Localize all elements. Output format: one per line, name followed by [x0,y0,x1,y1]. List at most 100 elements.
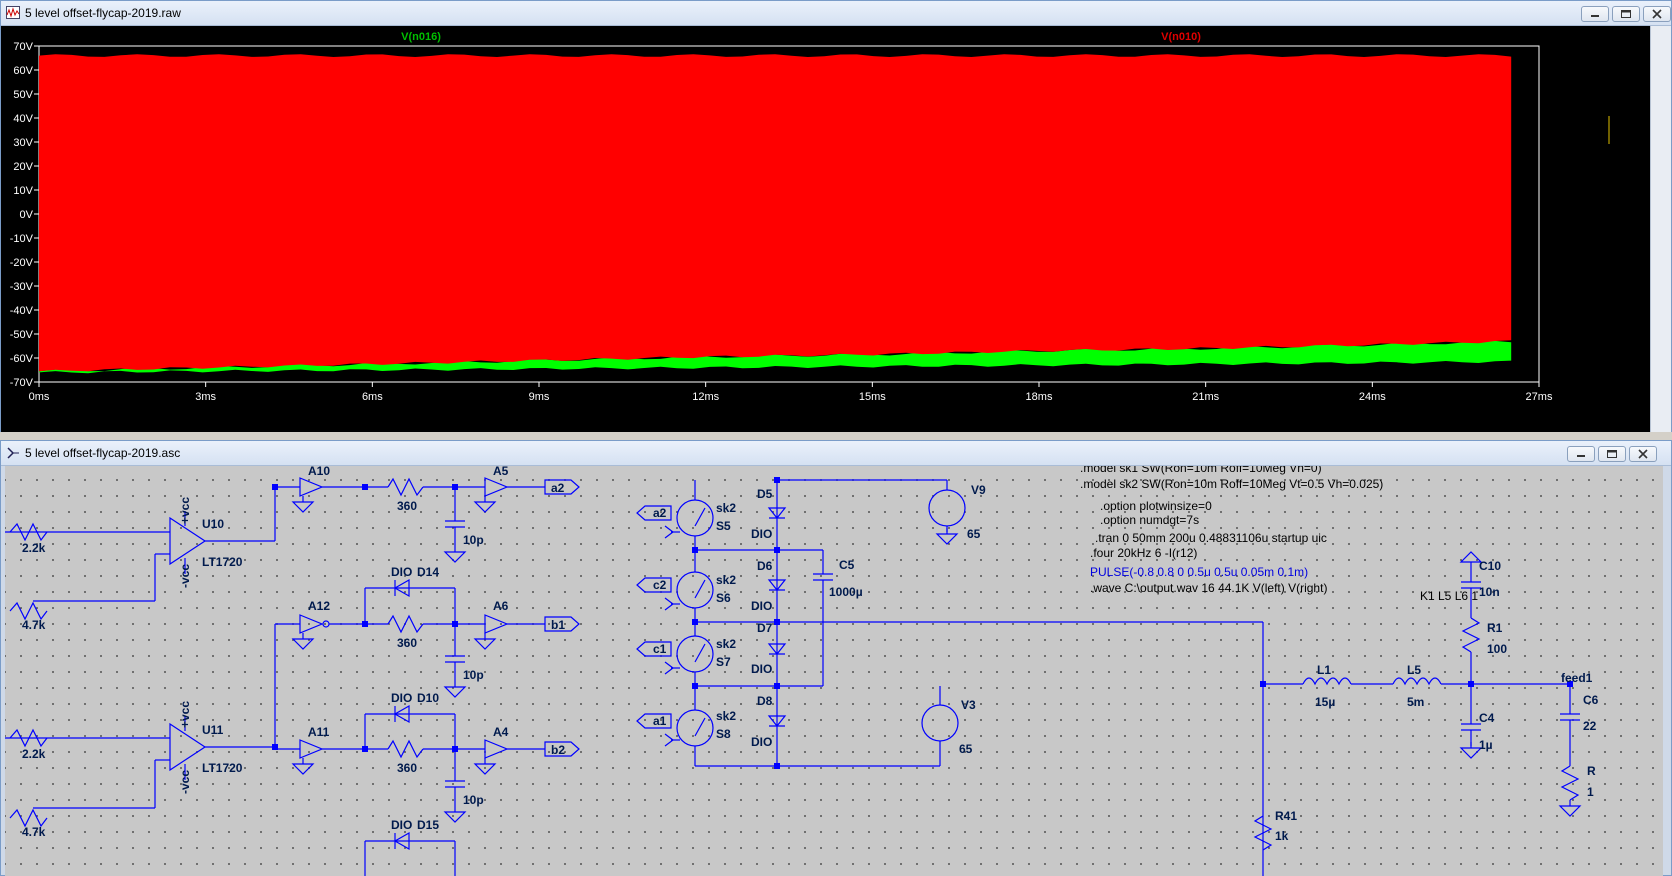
net-flag-a1[interactable] [636,713,672,729]
buffer-a6[interactable] [484,614,508,634]
diode-d6[interactable] [767,579,787,591]
net-flag-c2[interactable] [636,577,672,593]
label-dio-d14: DIO [391,565,412,579]
switch-s6[interactable] [676,550,714,622]
voltage-source-v3[interactable] [921,704,959,742]
diode-d10[interactable] [393,704,410,724]
net-flag-b1[interactable] [544,616,580,632]
x-tick-label: 0ms [29,391,50,403]
resistor-2k2-top[interactable] [9,522,48,542]
label-c5-value: 1000µ [829,585,863,599]
waveform-chart[interactable]: 70V60V50V40V30V20V10V0V-10V-20V-30V-40V-… [1,26,1651,432]
directive-four[interactable]: .four 20kHz 6 -I(r12) [1090,546,1197,560]
label-2k2-bottom: 2.2k [22,747,46,761]
resistor-4k7-top[interactable] [9,601,48,621]
switch-s8[interactable] [676,686,714,766]
schematic-maximize-button[interactable] [1598,446,1626,462]
buffer-a5[interactable] [484,477,508,497]
schematic-canvas[interactable]: 2.2k 4.7k 2.2k 4.7k U10 LT1720 U11 LT172… [5,466,1663,876]
x-tick-label: 3ms [195,391,216,403]
comparator-u11[interactable] [5,716,275,809]
label-feed1: feed1 [1561,671,1593,685]
resistor-r1[interactable] [1461,617,1481,653]
label-s8: S8 [716,727,731,741]
directive-wave[interactable]: .wave C:\output.wav 16 44.1K V(left) V(r… [1090,581,1327,595]
maximize-icon [1607,450,1617,458]
x-tick-label: 12ms [692,391,719,403]
waveform-window-title: 5 level offset-flycap-2019.raw [25,6,181,20]
directive-model-sk2[interactable]: .model sk2 SW(Ron=10m Roff=10Meg Vt=0.5 … [1080,477,1383,491]
resistor-4k7-bottom[interactable] [9,808,48,828]
label-r1: R1 [1487,621,1503,635]
series-band-vn010[interactable] [39,54,1512,372]
resistor-r41[interactable] [1253,815,1273,851]
label-u11: U11 [202,723,224,737]
close-button[interactable] [1643,6,1671,22]
directive-pulse[interactable]: PULSE(-0.8 0.8 0 0.5u 0.5u 0.05m 0.1m) [1090,565,1308,579]
label-v9: V9 [971,483,986,497]
net-flag-a2[interactable] [544,479,580,495]
label-vcc-neg-a: -vcc [178,564,192,588]
buffer-a4[interactable] [484,739,508,759]
net-flag-b2[interactable] [544,741,580,757]
label-r41: R41 [1275,809,1297,823]
resistor-r-partial[interactable] [1560,765,1580,801]
buffer-a11[interactable] [299,739,323,759]
label-s5: S5 [716,519,731,533]
schematic-drawing[interactable]: 2.2k 4.7k 2.2k 4.7k U10 LT1720 U11 LT172… [5,466,1663,876]
buffer-a12[interactable] [299,614,323,634]
directive-option-plotwinsize[interactable]: .option plotwinsize=0 [1100,499,1212,513]
trace-label-0[interactable]: V(n016) [401,31,441,43]
directive-tran[interactable]: .tran 0 50mm 200u 0.48831106u startup ui… [1095,531,1327,545]
maximize-button[interactable] [1612,6,1640,22]
waveform-titlebar[interactable]: 5 level offset-flycap-2019.raw [1,1,1671,26]
series-band-vn016[interactable] [39,340,1512,374]
resistor-360-a[interactable] [387,477,424,497]
diode-d7[interactable] [767,643,787,655]
comparator-u10[interactable] [5,484,276,602]
switch-s7[interactable] [676,622,714,686]
y-tick-label: -30V [10,281,34,293]
diode-d8[interactable] [767,715,787,727]
minimize-button[interactable] [1581,6,1609,22]
label-l5: L5 [1407,663,1421,677]
label-10p-c: 10p [463,793,484,807]
y-tick-label: -40V [10,305,34,317]
net-flag-a2-in[interactable] [636,505,672,521]
label-dio-d7: DIO [751,662,772,676]
schematic-minimize-button[interactable] [1567,446,1595,462]
inductor-l1[interactable] [1302,677,1352,686]
resistor-360-c[interactable] [387,739,424,759]
y-tick-label: 30V [13,137,33,149]
diode-d15[interactable] [393,831,410,851]
y-tick-label: 50V [13,89,33,101]
buffer-a10[interactable] [299,477,323,497]
diode-d5[interactable] [767,507,787,519]
trace-label-1[interactable]: V(n010) [1161,31,1201,43]
waveform-scrollbar[interactable] [1650,26,1671,432]
schematic-titlebar[interactable]: 5 level offset-flycap-2019.asc [1,441,1671,466]
x-tick-label: 27ms [1526,391,1553,403]
voltage-source-v9[interactable] [928,489,966,527]
directive-k1[interactable]: K1 L5 L6 1 [1420,589,1478,603]
directive-model-sk1[interactable]: .model sk1 SW(Ron=10m Roff=10Meg Vh=0) [1080,466,1322,475]
resistor-360-b[interactable] [387,614,424,634]
schematic-window[interactable]: 5 level offset-flycap-2019.asc [0,440,1672,876]
minimize-icon [1577,455,1585,457]
label-c5: C5 [839,558,855,572]
switch-s5[interactable] [676,480,714,550]
label-net-a2: a2 [551,481,565,495]
net-flag-c1[interactable] [636,641,672,657]
label-s7: S7 [716,655,731,669]
label-dio-d10: DIO [391,691,412,705]
resistor-2k2-bottom[interactable] [9,728,48,748]
label-4k7-bottom: 4.7k [22,825,46,839]
schematic-close-button[interactable] [1629,446,1657,462]
diode-d14[interactable] [393,578,410,598]
y-tick-label: 20V [13,161,33,173]
directive-option-numdgt[interactable]: .option numdgt=7s [1100,513,1199,527]
label-c10-value: 10n [1479,585,1500,599]
inductor-l5[interactable] [1392,677,1442,686]
